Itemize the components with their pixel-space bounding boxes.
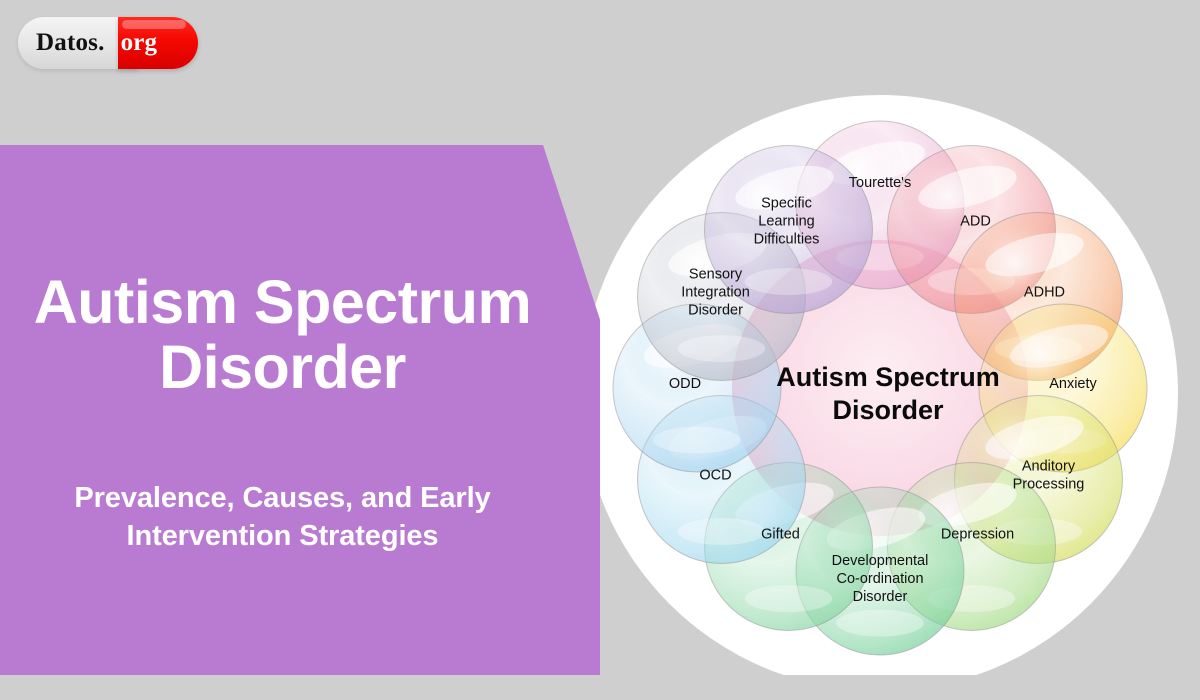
bubble-ring bbox=[612, 120, 1148, 656]
hero-panel: Autism Spectrum Disorder Prevalence, Cau… bbox=[0, 145, 600, 675]
page-subtitle: Prevalence, Causes, and Early Interventi… bbox=[74, 481, 491, 552]
logo-text: Datos. org bbox=[18, 17, 198, 69]
slide-canvas: Datos. org Autism Spectrum Disorder Prev… bbox=[0, 12, 1178, 675]
bubble-label-add: ADD bbox=[960, 214, 991, 230]
bubble-label-depression: Depression bbox=[941, 526, 1014, 542]
bubble-label-gifted: Gifted bbox=[761, 526, 800, 542]
bubble-label-tourettes: Tourette's bbox=[849, 175, 911, 191]
hero-content: Autism Spectrum Disorder Prevalence, Cau… bbox=[0, 145, 565, 675]
logo-tld: org bbox=[120, 29, 158, 56]
bubble-label-ocd: OCD bbox=[699, 468, 731, 484]
site-logo[interactable]: Datos. org bbox=[18, 12, 198, 74]
bubble-specific-learning-difficulties[interactable] bbox=[704, 145, 873, 315]
logo-brand-name: Datos. bbox=[36, 29, 105, 56]
bubble-label-anxiety: Anxiety bbox=[1049, 376, 1097, 392]
bubble-label-odd: ODD bbox=[669, 376, 701, 392]
page-title: Autism Spectrum Disorder bbox=[33, 268, 532, 402]
logo-right-pill bbox=[118, 17, 198, 69]
center-circle bbox=[732, 240, 1028, 536]
bubble-label-adhd: ADHD bbox=[1024, 285, 1065, 301]
